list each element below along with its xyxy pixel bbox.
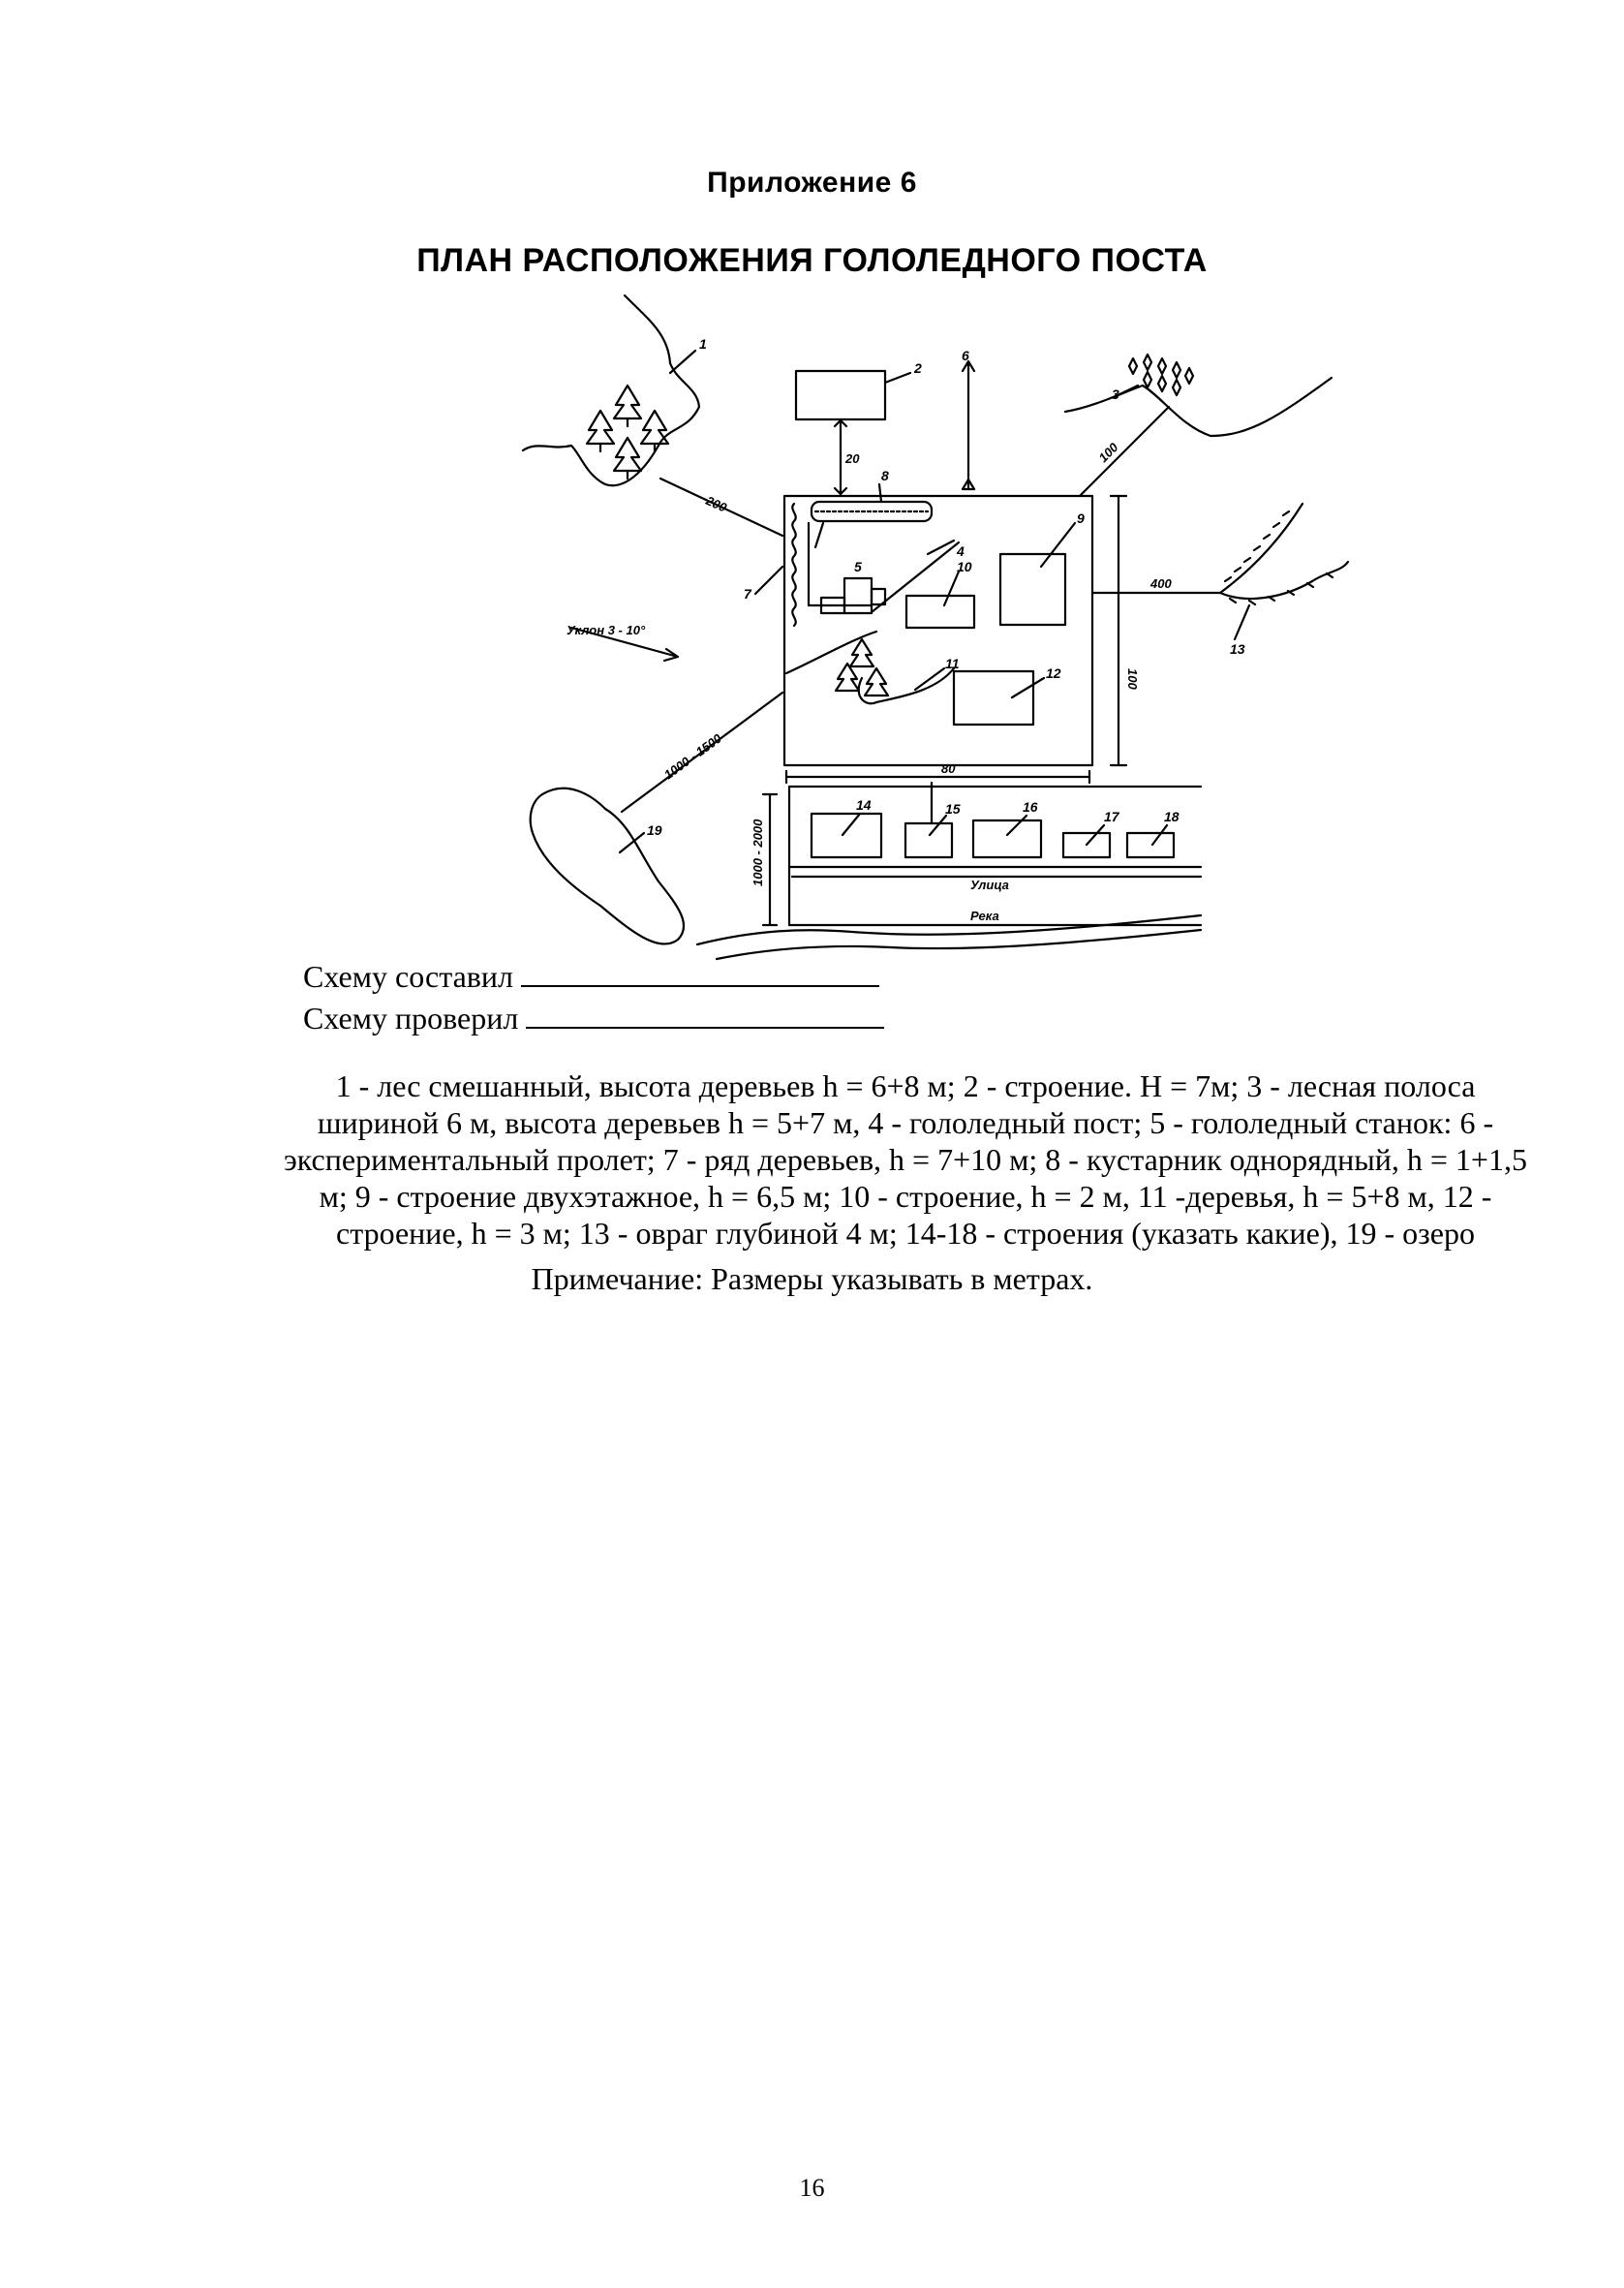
tree-icon xyxy=(834,662,861,693)
icing-stand-5 xyxy=(843,576,873,615)
building-14 xyxy=(810,812,883,859)
legend-line: экспериментальный пролет; 7 - ряд деревь… xyxy=(284,1142,1527,1177)
legend-line: 1 - лес смешанный, высота деревьев h = 6… xyxy=(335,1068,1476,1103)
callout-5: 5 xyxy=(854,559,862,574)
strip-distance-line xyxy=(1078,405,1171,498)
callout-18: 18 xyxy=(1164,809,1180,824)
legend: 1 - лес смешанный, высота деревьев h = 6… xyxy=(218,1067,1593,1252)
icing-post-site-plan: 1 2 3 4 5 6 7 8 9 10 11 12 13 14 15 16 1… xyxy=(521,294,1350,961)
dim-river: 1000 - 2000 xyxy=(751,819,765,886)
tree-icon xyxy=(612,384,643,428)
dim-building2: 20 xyxy=(844,451,860,466)
building-9 xyxy=(998,552,1067,627)
composed-by-field: Схему составил xyxy=(303,959,879,995)
callout-1: 1 xyxy=(699,336,707,352)
dim-width: 80 xyxy=(941,761,956,776)
legend-line: м; 9 - строение двухэтажное, h = 6,5 м; … xyxy=(319,1179,1492,1214)
dim-ravine: 400 xyxy=(1149,576,1172,591)
tree-icon xyxy=(863,666,890,697)
building-18 xyxy=(1125,831,1176,859)
ravine-13 xyxy=(1218,502,1350,601)
callout-13: 13 xyxy=(1230,641,1245,657)
tree-icon xyxy=(848,637,875,668)
forest-distance-line xyxy=(659,477,784,538)
callout-10: 10 xyxy=(957,559,972,574)
tree-icon xyxy=(639,409,670,453)
callout-17: 17 xyxy=(1104,809,1120,824)
legend-line: строение, h = 3 м; 13 - овраг глубиной 4… xyxy=(335,1216,1475,1251)
callout-19: 19 xyxy=(647,822,662,838)
composed-by-line xyxy=(520,960,879,987)
dim-height: 100 xyxy=(1125,668,1140,690)
checked-by-line xyxy=(526,1002,885,1029)
shrub-row-8 xyxy=(810,500,934,523)
street-label: Улица xyxy=(970,878,1009,892)
building-2 xyxy=(794,369,887,421)
callout-9: 9 xyxy=(1077,510,1085,526)
lake-distance-line xyxy=(620,691,784,814)
dim-slope: Уклон 3 - 10° xyxy=(567,623,646,637)
forest-boundary xyxy=(521,294,701,487)
building-10 xyxy=(904,594,976,630)
callout-2: 2 xyxy=(913,360,922,376)
forest-strip-boundary xyxy=(1063,376,1333,438)
slope-arrow-icon xyxy=(569,626,680,663)
callout-14: 14 xyxy=(856,797,872,813)
building-15 xyxy=(904,821,954,859)
appendix-heading: Приложение 6 xyxy=(707,167,917,199)
dim-forest: 200 xyxy=(703,493,730,515)
callout-8: 8 xyxy=(881,468,889,483)
building-16 xyxy=(971,819,1043,859)
page-title: ПЛАН РАСПОЛОЖЕНИЯ ГОЛОЛЕДНОГО ПОСТА xyxy=(416,242,1208,279)
callout-4: 4 xyxy=(956,543,965,559)
callout-16: 16 xyxy=(1023,799,1038,815)
icing-post-area xyxy=(782,494,1094,767)
dim-strip: 100 xyxy=(1096,440,1121,465)
north-arrow-icon xyxy=(961,359,976,491)
page-number: 16 xyxy=(799,2174,825,2202)
building-12 xyxy=(952,669,1035,727)
tree-icon xyxy=(585,409,616,453)
callout-3: 3 xyxy=(1112,386,1119,402)
tree-row-7 xyxy=(791,502,797,628)
composed-by-label: Схему составил xyxy=(303,959,513,994)
callout-11: 11 xyxy=(945,656,960,671)
river-label: Река xyxy=(970,909,999,923)
callout-7: 7 xyxy=(744,586,752,602)
dim-lake: 1000 - 1500 xyxy=(661,730,725,782)
callout-12: 12 xyxy=(1046,665,1061,681)
lake-19 xyxy=(529,787,686,945)
callout-15: 15 xyxy=(945,801,961,817)
river xyxy=(695,913,1203,961)
plots-boundary xyxy=(787,785,1203,927)
experimental-span-6 xyxy=(807,521,873,607)
tree-icon xyxy=(612,436,643,480)
note: Примечание: Размеры указывать в метрах. xyxy=(531,1261,1093,1296)
callout-6: 6 xyxy=(962,348,969,363)
checked-by-label: Схему проверил xyxy=(303,1001,519,1036)
trees-area-11 xyxy=(784,630,956,705)
legend-line: шириной 6 м, высота деревьев h = 5+7 м, … xyxy=(317,1105,1494,1140)
building-17 xyxy=(1061,831,1112,859)
checked-by-field: Схему проверил xyxy=(303,1001,885,1036)
